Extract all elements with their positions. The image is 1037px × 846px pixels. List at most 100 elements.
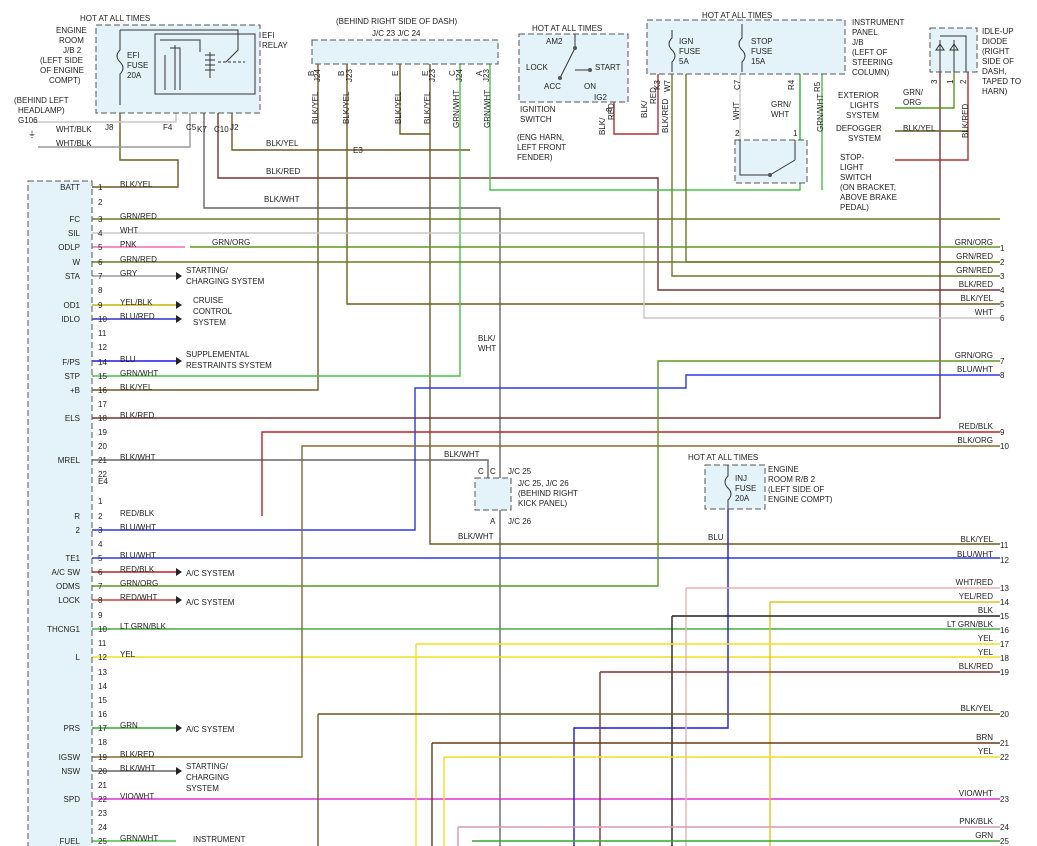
system-label: SUPPLEMENTAL [186,350,250,359]
ecm-pin-number: 23 [98,809,107,818]
yelred-wire [769,601,1000,846]
svg-text:G106: G106 [18,116,38,125]
system-label: RESTRAINTS SYSTEM [186,361,272,370]
system-label: INSTRUMENT [193,835,246,844]
right-ref-number: 16 [1000,626,1009,635]
ecm-pin-wire: PNK [120,240,137,249]
right-ref-wire: WHT/RED [956,578,994,587]
hot-label-jb2: HOT AT ALL TIMES [80,14,150,23]
svg-text:ABOVE BRAKE: ABOVE BRAKE [840,193,897,202]
connector-pin-label: E [421,71,430,76]
ecm-pin-wire: LT GRN/BLK [120,622,167,631]
ecm-pin-number: 22 [98,795,107,804]
svg-text:SIDE OF: SIDE OF [982,57,1014,66]
ecm-pin-number: 1 [98,183,103,192]
ecm-pin-number: 10 [98,315,107,324]
right-ref-wire: BLK [978,606,994,615]
rb2-box [704,464,766,510]
ecm-pin-number: 2 [98,512,103,521]
svg-text:OF ENGINE: OF ENGINE [40,66,84,75]
ecm-pin-wire: GRN/WHT [120,369,158,378]
right-ref-number: 25 [1000,837,1009,846]
svg-text:HARN): HARN) [982,87,1008,96]
ground-icon: ⏚ [28,130,36,139]
wire-label: BLK/YEL [342,91,351,124]
wire-label: BLK/WHT [264,195,300,204]
wire-label: BLK/ [598,117,607,135]
ecm-pin-number: 7 [98,272,103,281]
svg-text:ENGINE: ENGINE [56,26,87,35]
ecm-pin-wire: BLK/WHT [120,764,156,773]
svg-text:INJ: INJ [735,474,747,483]
wire-label: BLK/YEL [266,139,299,148]
ecm-pin-number: 20 [98,442,107,451]
connector-pin-label: R4 [787,79,796,90]
eng-harn-label: (ENG HARN, LEFT FRONT FENDER) E3 [353,133,566,162]
ecm-pin-number: 5 [98,554,103,563]
ecm-pin-name: STA [65,272,81,281]
svg-text:FUSE: FUSE [735,484,756,493]
system-label: SYSTEM [193,318,226,327]
svg-text:RELAY: RELAY [262,41,288,50]
svg-text:J/C 23 J/C 24: J/C 23 J/C 24 [372,29,421,38]
connector-pin-label: E [391,71,400,76]
system-label: A/C SYSTEM [186,569,235,578]
svg-text:ACC: ACC [544,82,561,91]
svg-text:LIGHT: LIGHT [840,163,864,172]
svg-text:IGNITION: IGNITION [520,105,556,114]
ecm-pin-number: 20 [98,767,107,776]
right-ref-wire: GRN/ORG [955,351,993,360]
svg-text:TAPED TO: TAPED TO [982,77,1021,86]
svg-text:SWITCH: SWITCH [520,115,552,124]
right-ref-number: 10 [1000,442,1009,451]
ecm-pin-name: IGSW [59,753,81,762]
ecm-pin-number: 3 [98,215,103,224]
right-ref-number: 4 [1000,286,1005,295]
ecm-pin-wire: RED/BLK [120,509,155,518]
ecm-pin-number: 6 [98,568,103,577]
svg-text:C: C [490,467,496,476]
blk-red-wire [217,113,1000,291]
svg-text:(RIGHT: (RIGHT [982,47,1010,56]
ecm-pin-name: ODMS [56,582,80,591]
svg-text:EFI: EFI [262,31,274,40]
svg-text:DIODE: DIODE [982,37,1007,46]
jb2-box [95,24,261,114]
connector-pin-label: J2 [230,123,239,132]
wire-label: BLK/RED [661,99,670,133]
svg-text:20A: 20A [735,494,750,503]
arrow-icon [176,357,182,365]
ecm-pin-number: 5 [98,243,103,252]
ecm-pin-name: IDLO [61,315,80,324]
svg-text:HOT AT ALL TIMES: HOT AT ALL TIMES [702,11,772,20]
static-labels: STARTING/CHARGING SYSTEMCRUISECONTROLSYS… [105,69,970,844]
ecm-pin-wire: RED/BLK [120,565,155,574]
ecm-pin-wire: BLK/YEL [120,180,153,189]
right-ref-number: 20 [1000,710,1009,719]
idle-wire [895,72,955,109]
system-label: CHARGING [186,773,229,782]
connector-pin-label: W7 [663,79,672,92]
ecm-pin-wire: GRN/ORG [120,579,158,588]
gnd-wire-1 [33,113,177,123]
odms-wire [92,360,1000,587]
efi-relay: EFI RELAY [120,29,288,95]
ecm-pin-number: 9 [98,301,103,310]
svg-text:HOT AT ALL TIMES: HOT AT ALL TIMES [532,24,602,33]
ipjb-box [646,19,846,75]
wire-label: BLK/ [478,334,496,343]
connector-pin-label: 2 [959,79,968,84]
ecm-pin-number: 7 [98,582,103,591]
ecm-pin-name: W [72,258,80,267]
right-ref-wire: GRN [975,831,993,840]
ecm-pin-number: 1 [98,497,103,506]
diode-wire [895,72,969,161]
svg-text:COMPT): COMPT) [49,76,81,85]
arrow-icon [176,724,182,732]
ecm-pin-name: BATT [60,183,80,192]
ecm-pin-number: 13 [98,668,107,677]
ecm-pin-number: 12 [98,653,107,662]
wire-label: WHT [771,110,789,119]
ecm-pin-wire: YEL [120,650,136,659]
